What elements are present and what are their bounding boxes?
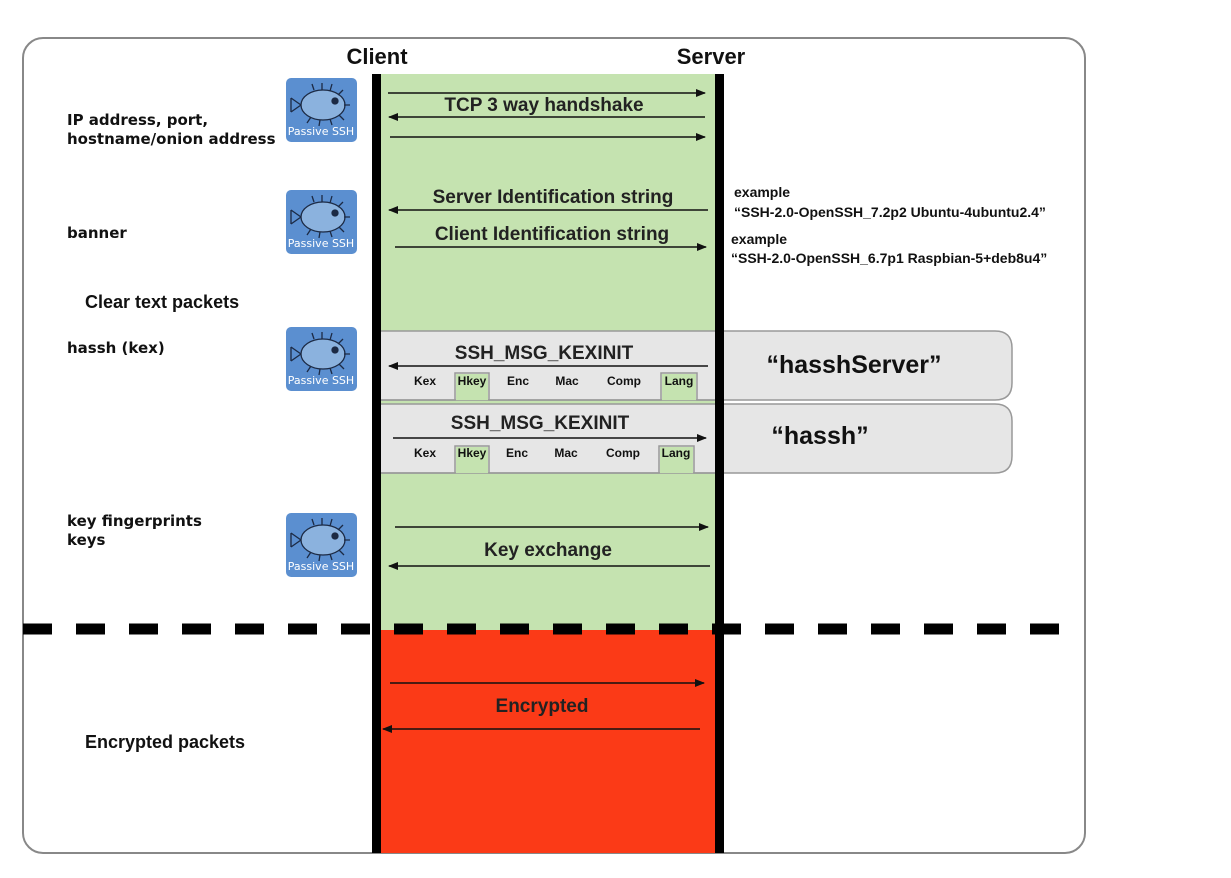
algorithm-mac-client: Mac: [554, 446, 578, 460]
algorithm-lang-server: Lang: [665, 374, 694, 388]
server-example-label: example: [734, 184, 790, 200]
kexinit-server-algorithm-outline: [380, 372, 715, 401]
client-lifeline: [372, 74, 381, 853]
passive-ssh-badge-text: Passive SSH: [288, 374, 354, 387]
algorithm-hkey-client: Hkey: [458, 446, 487, 460]
pufferfish-icon: [290, 195, 350, 239]
pufferfish-icon: [290, 332, 350, 376]
server-identification-label: Server Identification string: [433, 187, 674, 208]
key-exchange-label: Key exchange: [484, 540, 612, 561]
algorithm-comp-server: Comp: [607, 374, 641, 388]
algorithm-kex-client: Kex: [414, 446, 436, 460]
passive-ssh-badge: Passive SSH: [286, 327, 357, 391]
passive-ssh-badge-text: Passive SSH: [288, 237, 354, 250]
algorithm-lang-client: Lang: [662, 446, 691, 460]
client-example-label: example: [731, 231, 787, 247]
keys-label: keys: [67, 531, 106, 549]
hkey-highlight-client: [456, 447, 488, 473]
passive-ssh-badge: Passive SSH: [286, 190, 357, 254]
hassh-client-fingerprint: “hassh”: [771, 422, 868, 450]
algorithm-kex-server: Kex: [414, 374, 436, 388]
client-column-header: Client: [346, 44, 408, 69]
kexinit-client-algorithm-outline: [380, 445, 715, 474]
pufferfish-icon: [290, 518, 350, 562]
banner-label: banner: [67, 224, 127, 242]
hkey-highlight-server: [456, 374, 488, 400]
server-column-header: Server: [677, 44, 746, 69]
client-identification-label: Client Identification string: [435, 224, 669, 245]
client-example-value: “SSH-2.0-OpenSSH_6.7p1 Raspbian-5+deb8u4…: [731, 250, 1047, 266]
passive-ssh-badge: Passive SSH: [286, 78, 357, 142]
kexinit-server-label: SSH_MSG_KEXINIT: [455, 343, 634, 364]
algorithm-mac-server: Mac: [555, 374, 579, 388]
ip-address-label-line2: hostname/onion address: [67, 130, 276, 148]
ip-address-label-line1: IP address, port,: [67, 111, 208, 129]
passive-ssh-badge-text: Passive SSH: [288, 125, 354, 138]
algorithm-comp-client: Comp: [606, 446, 640, 460]
tcp-handshake-label: TCP 3 way handshake: [444, 95, 643, 116]
clear-text-packets-label: Clear text packets: [85, 292, 239, 312]
kexinit-client-label: SSH_MSG_KEXINIT: [451, 413, 630, 434]
pufferfish-icon: [290, 83, 350, 127]
hassh-kex-label: hassh (kex): [67, 339, 165, 357]
lang-highlight-server: [662, 374, 696, 400]
key-fingerprints-label: key fingerprints: [67, 512, 202, 530]
encrypted-label: Encrypted: [496, 696, 589, 717]
lang-highlight-client: [660, 447, 693, 473]
algorithm-hkey-server: Hkey: [458, 374, 487, 388]
passive-ssh-badge: Passive SSH: [286, 513, 357, 577]
encrypted-zone: [377, 630, 719, 853]
algorithm-enc-server: Enc: [507, 374, 529, 388]
server-lifeline: [715, 74, 724, 853]
server-example-value: “SSH-2.0-OpenSSH_7.2p2 Ubuntu-4ubuntu2.4…: [734, 204, 1046, 220]
passive-ssh-badge-text: Passive SSH: [288, 560, 354, 573]
hassh-server-fingerprint: “hasshServer”: [766, 351, 941, 379]
encrypted-packets-label: Encrypted packets: [85, 732, 245, 752]
algorithm-enc-client: Enc: [506, 446, 528, 460]
